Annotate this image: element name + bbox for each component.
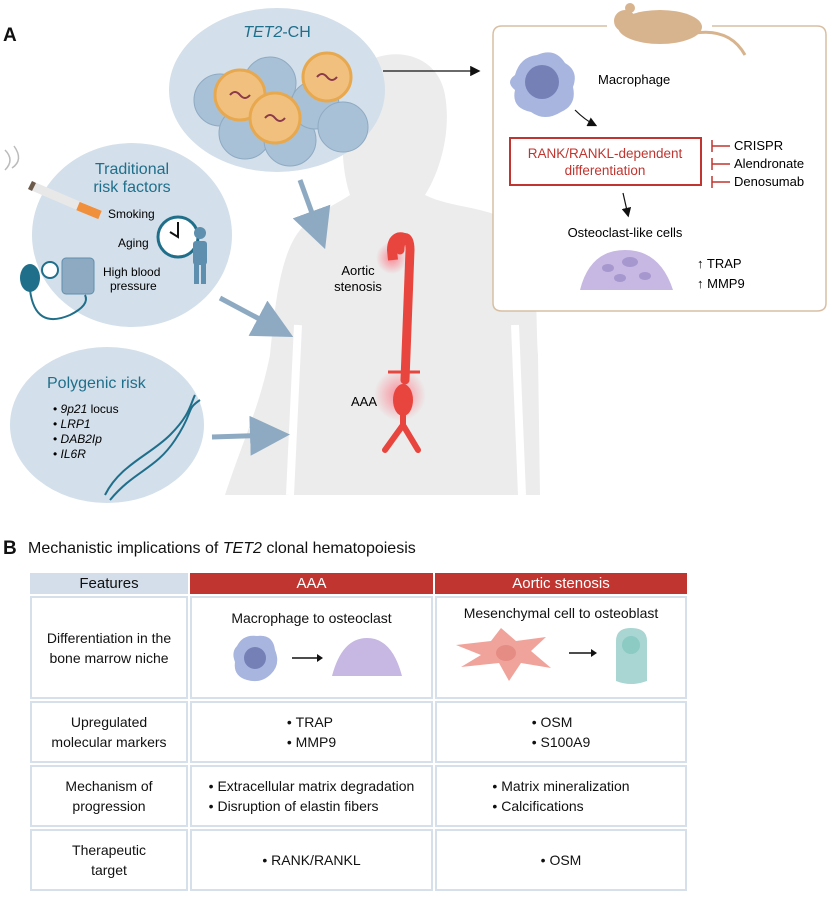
inhibitor-alendronate: Alendronate	[734, 156, 804, 171]
pathway-line-1: RANK/RANKL-dependent	[528, 146, 683, 161]
osteoclast-icon	[580, 250, 673, 290]
traditional-title-1: Traditional	[95, 161, 169, 178]
traditional-title-2: risk factors	[93, 179, 170, 196]
aaa-label: AAA	[351, 394, 377, 409]
arrow-tet2-to-body	[292, 179, 331, 250]
mouse-model-box: Macrophage RANK/RANKL-dependent differen…	[492, 3, 827, 312]
header-aortic-stenosis: Aortic stenosis	[435, 573, 687, 594]
cigarette-icon	[4, 145, 102, 220]
tet2-ch-title: TET2-CH	[243, 24, 311, 41]
tet2-ch-bubble: TET2-CH	[169, 8, 385, 172]
pathway-line-2: differentiation	[565, 163, 646, 178]
aortic-stenosis-label-2: stenosis	[334, 279, 382, 294]
macrophage-label: Macrophage	[598, 72, 670, 87]
header-aaa: AAA	[190, 573, 433, 594]
aortic-cell: OSM	[435, 829, 687, 891]
dna-helix-icon	[104, 394, 201, 501]
inhibitor-denosumab: Denosumab	[734, 174, 804, 189]
macrophage-to-osteoclast-icon	[232, 635, 402, 681]
polygenic-risk-bubble: Polygenic risk • 9p21 locus • LRP1 • DAB…	[10, 347, 204, 503]
panel-a-label: A	[3, 25, 17, 46]
aaa-cell: Extracellular matrix degradationDisrupti…	[190, 765, 433, 827]
aortic-stenosis-label-1: Aortic	[341, 263, 375, 278]
marker-mmp9: ↑ MMP9	[697, 276, 745, 291]
risk-hbp-2: pressure	[110, 279, 157, 293]
aaa-cell: TRAPMMP9	[190, 701, 433, 763]
aaa-cell: Macrophage to osteoclast	[190, 596, 433, 699]
marker-trap: ↑ TRAP	[697, 256, 742, 271]
human-silhouette-icon	[225, 54, 540, 496]
macrophage-icon	[510, 52, 575, 118]
arrow-polygenic-to-body	[211, 415, 290, 456]
aortic-cell: Matrix mineralizationCalcifications	[435, 765, 687, 827]
risk-smoking: Smoking	[108, 207, 155, 221]
panel-b-label: B	[3, 538, 17, 559]
header-features: Features	[30, 573, 188, 594]
arrow-risk-to-body	[218, 295, 294, 338]
risk-hbp-1: High blood	[103, 265, 160, 279]
cell-cluster-icon	[193, 51, 369, 167]
person-icon	[193, 227, 207, 284]
rank-rankl-box	[509, 137, 702, 186]
polygenic-item: • LRP1	[53, 417, 91, 431]
mouse-icon	[614, 3, 747, 56]
osteoclast-label: Osteoclast-like cells	[568, 225, 683, 240]
inhibitor-bars	[711, 140, 730, 188]
polygenic-title: Polygenic risk	[47, 375, 147, 392]
polygenic-item: • DAB2Ip	[53, 432, 102, 446]
mechanism-table: Features AAA Aortic stenosis Differentia…	[28, 571, 689, 893]
blood-pressure-cuff-icon	[20, 257, 95, 320]
panel-a-arrows: Aortic stenosis AAA	[211, 65, 481, 456]
panel-b-title: Mechanistic implications of TET2 clonal …	[28, 540, 416, 557]
aortic-cell: OSMS100A9	[435, 701, 687, 763]
inhibitor-crispr: CRISPR	[734, 138, 783, 153]
aortic-cell: Mesenchymal cell to osteoblast	[435, 596, 687, 699]
polygenic-item: • 9p21 locus	[53, 402, 119, 416]
traditional-risk-bubble: Traditional risk factors Smoking Aging H…	[4, 143, 232, 327]
polygenic-item: • IL6R	[53, 447, 86, 461]
risk-aging: Aging	[118, 236, 149, 250]
mesenchymal-to-osteoblast-icon	[456, 627, 647, 684]
aaa-cell: RANK/RANKL	[190, 829, 433, 891]
aorta-icon	[374, 232, 426, 453]
table-header-row: Features AAA Aortic stenosis	[30, 573, 687, 594]
